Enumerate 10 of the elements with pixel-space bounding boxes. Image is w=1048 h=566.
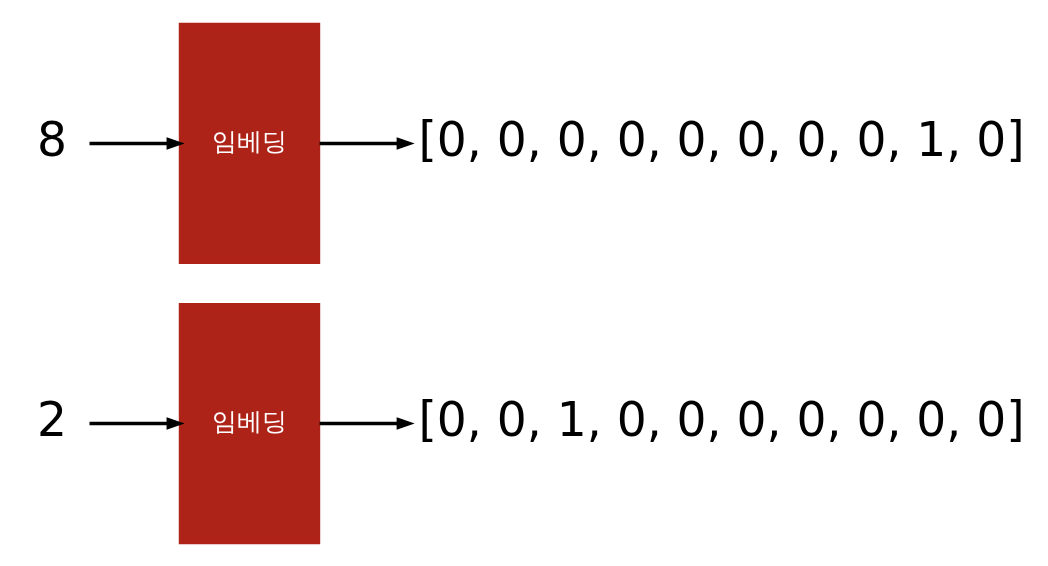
node-text: 2: [36, 391, 67, 447]
node-box: 임베딩: [178, 302, 321, 544]
arrow: [319, 416, 415, 430]
arrow: [319, 136, 415, 150]
node-text: [0, 0, 0, 0, 0, 0, 0, 0, 1, 0]: [418, 111, 1025, 167]
node-text: 8: [36, 111, 67, 167]
arrow: [89, 416, 185, 430]
node-text: [0, 0, 1, 0, 0, 0, 0, 0, 0, 0]: [418, 391, 1025, 447]
arrow: [89, 136, 185, 150]
node-box: 임베딩: [178, 22, 321, 264]
